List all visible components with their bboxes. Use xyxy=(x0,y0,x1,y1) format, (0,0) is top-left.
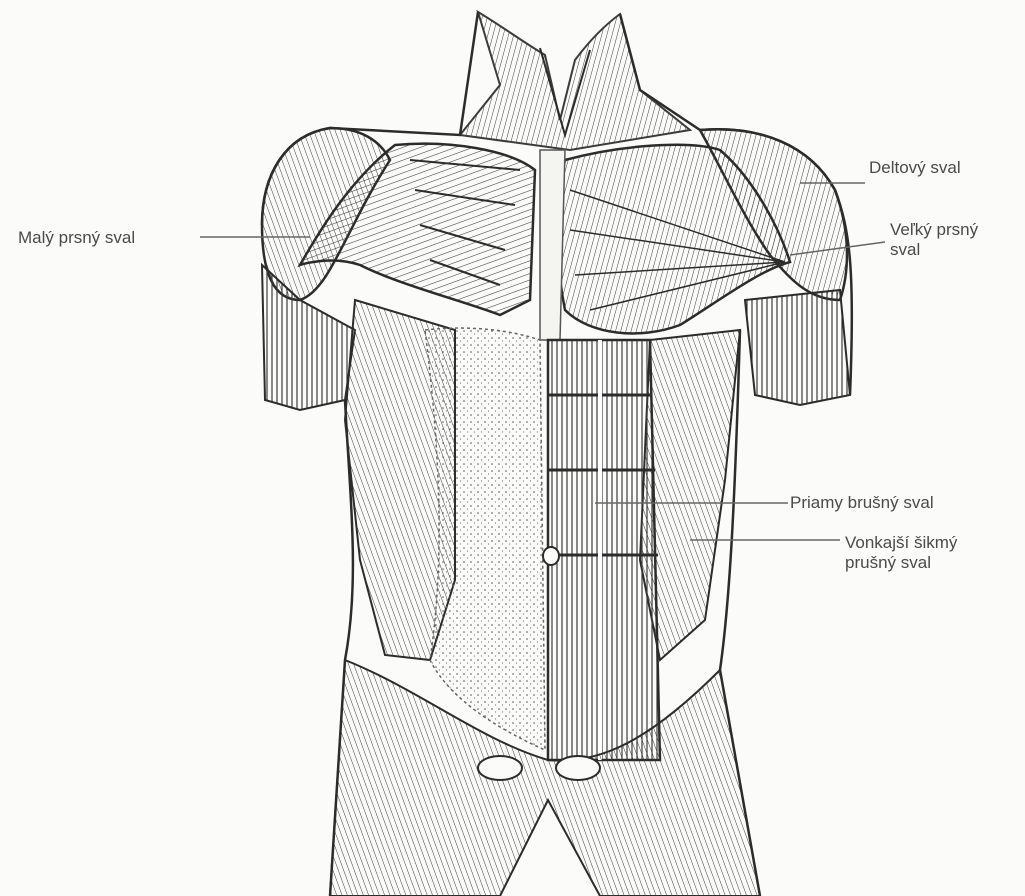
label-text-line-2: prušný sval xyxy=(845,553,957,573)
right-upper-arm xyxy=(745,290,850,405)
label-rectus-abdominis: Priamy brušný sval xyxy=(790,493,934,513)
label-pectoralis-minor: Malý prsný sval xyxy=(18,228,135,248)
sternum xyxy=(540,150,565,340)
pelvis-and-thighs xyxy=(330,660,760,896)
label-deltoid: Deltový sval xyxy=(869,158,961,178)
neck-muscles xyxy=(460,12,690,150)
label-text: Deltový sval xyxy=(869,158,961,178)
rectus-sheath-stippled xyxy=(425,328,545,750)
label-text-line-1: Veľký prsný xyxy=(890,220,978,240)
label-text-line-1: Vonkajší šikmý xyxy=(845,533,957,553)
label-pectoralis-major: Veľký prsný sval xyxy=(890,220,978,260)
label-text-line-2: sval xyxy=(890,240,978,260)
label-text: Malý prsný sval xyxy=(18,228,135,248)
rectus-abdominis xyxy=(543,340,660,760)
label-text: Priamy brušný sval xyxy=(790,493,934,513)
label-external-oblique: Vonkajší šikmý prušný sval xyxy=(845,533,957,573)
